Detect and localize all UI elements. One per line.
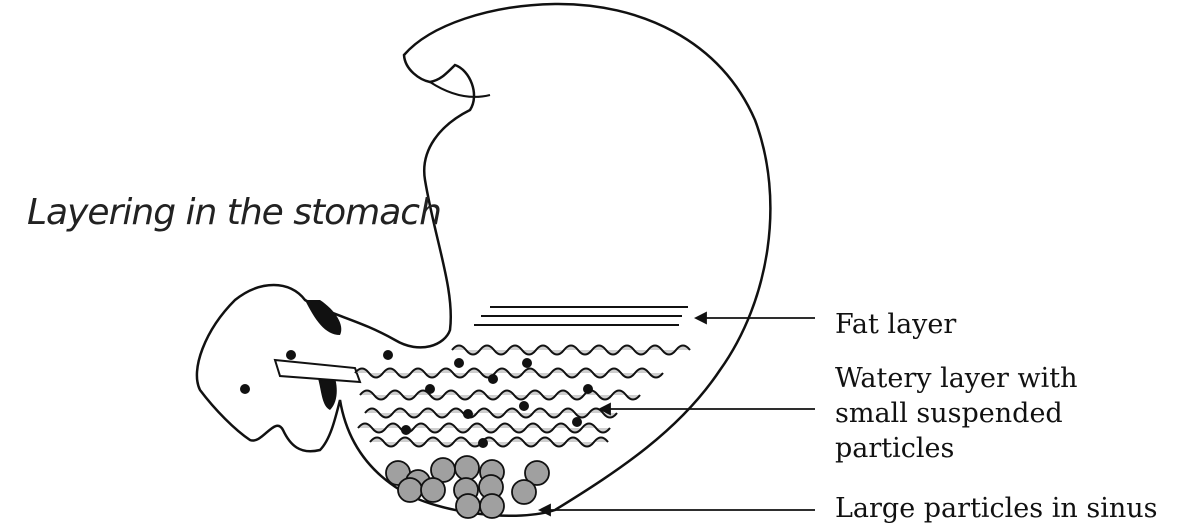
fat-layer-arrowhead	[696, 313, 706, 323]
large-particle	[456, 494, 480, 518]
suspended-particle	[240, 384, 250, 394]
pyloric-tube	[275, 360, 360, 382]
fat-layer-label: Fat layer	[835, 307, 956, 342]
large-particle	[398, 478, 422, 502]
suspended-particle	[286, 350, 296, 360]
watery-wave	[360, 391, 640, 400]
fundus-fold	[430, 82, 490, 97]
suspended-particle	[425, 384, 435, 394]
suspended-particle	[383, 350, 393, 360]
watery-wave	[452, 346, 690, 355]
suspended-particle	[522, 358, 532, 368]
large-particle	[480, 494, 504, 518]
large-particles	[386, 456, 549, 518]
suspended-particle	[519, 401, 529, 411]
watery-wave	[370, 438, 608, 447]
watery-wave	[365, 409, 617, 418]
watery-layer-label-line3: particles	[835, 431, 1078, 466]
watery-layer-label: Watery layer with small suspended partic…	[835, 361, 1078, 466]
suspended-particle	[488, 374, 498, 384]
watery-layer-label-line2: small suspended	[835, 396, 1078, 431]
large-particles-label: Large particles in sinus	[835, 491, 1157, 526]
watery-layer-label-line1: Watery layer with	[835, 361, 1078, 396]
watery-wave	[358, 424, 610, 433]
diagram-title: Layering in the stomach	[27, 192, 441, 233]
large-particle	[512, 480, 536, 504]
suspended-particle	[478, 438, 488, 448]
suspended-particle	[583, 384, 593, 394]
fat-layer-lines	[474, 307, 688, 325]
suspended-particle	[463, 409, 473, 419]
suspended-particle	[454, 358, 464, 368]
large-particle	[421, 478, 445, 502]
suspended-particle	[401, 425, 411, 435]
watery-wave	[355, 369, 663, 378]
pylorus-tissue-upper	[305, 300, 341, 335]
large-particle	[455, 456, 479, 480]
suspended-particle	[572, 417, 582, 427]
